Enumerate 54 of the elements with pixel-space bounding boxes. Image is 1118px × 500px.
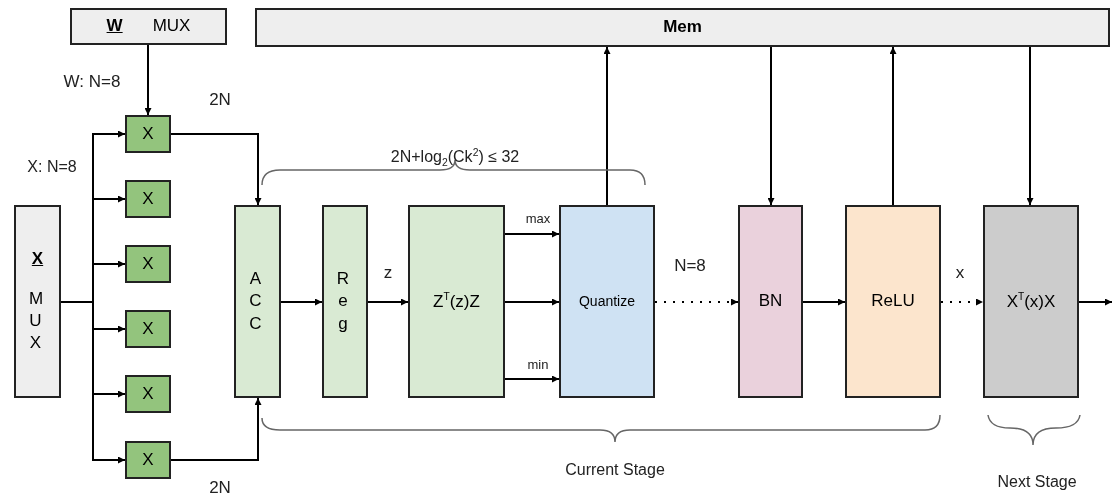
arrow (170, 397, 262, 461)
arrow (654, 298, 739, 306)
node-label: X (142, 123, 154, 145)
process-box (322, 205, 368, 398)
node-label: X (142, 318, 154, 340)
arrow (504, 230, 560, 238)
node-label: X$^{T}$(x)X (1006, 290, 1056, 312)
node-label: ACC (249, 268, 266, 335)
node-label: BN (758, 291, 783, 312)
arrow (280, 298, 323, 306)
process-box (125, 115, 171, 153)
arrow (802, 298, 846, 306)
bit-width-formula: 2N+log$_{2}$(Ck$^{2}$) ≤ 32 (389, 147, 521, 169)
process-box (125, 245, 171, 283)
node-label: X (31, 249, 44, 270)
node-label: Z$^{T}$(z)Z (433, 290, 480, 312)
process-box (845, 205, 941, 398)
node-label: MUX (29, 287, 46, 354)
node-label: Mem (663, 17, 702, 38)
process-box (125, 441, 171, 479)
node-label: X (142, 188, 154, 210)
process-box (14, 205, 61, 398)
node-label: X (142, 383, 154, 405)
arrow (1026, 46, 1034, 206)
arrow (60, 301, 126, 464)
process-box (70, 8, 227, 45)
process-box (125, 375, 171, 413)
memory-bar (255, 8, 1110, 47)
node-label: X (142, 253, 154, 275)
process-box (983, 205, 1079, 398)
process-box (559, 205, 655, 398)
arrow (889, 46, 897, 206)
node-label: MUX (152, 16, 191, 37)
node-label: W (106, 16, 123, 37)
stage-label: Next Stage (996, 473, 1078, 491)
process-box (125, 180, 171, 218)
arrow (504, 375, 560, 383)
node-label: Quantize (578, 293, 635, 310)
arrow (603, 46, 611, 206)
node-label: Reg (336, 268, 354, 335)
node-label: ReLU (871, 291, 915, 312)
arrow (504, 298, 560, 306)
arrow (367, 298, 409, 306)
signal-label: X: N=8 (26, 158, 78, 176)
arrow (1078, 298, 1113, 306)
arrow (767, 46, 775, 206)
process-box (234, 205, 281, 398)
process-box (738, 205, 803, 398)
process-box (125, 310, 171, 348)
arrow (170, 133, 262, 206)
node-label: X (142, 449, 154, 471)
stage-label: Current Stage (564, 461, 666, 479)
process-box (408, 205, 505, 398)
arrow (144, 44, 152, 116)
